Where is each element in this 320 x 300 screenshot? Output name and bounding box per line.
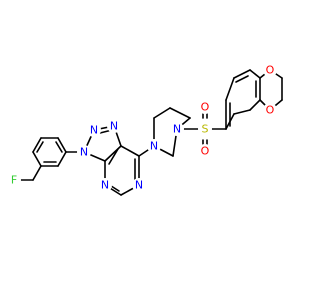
bond (233, 109, 251, 115)
bond (249, 69, 261, 79)
bond (108, 148, 119, 165)
bond (233, 69, 251, 79)
atom-nitrogen: N (77, 145, 91, 159)
bond (153, 107, 171, 119)
atom-label: F (11, 174, 17, 187)
atom-label: N (135, 179, 143, 192)
bond (32, 151, 42, 167)
atom-nitrogen: N (98, 178, 112, 192)
atom-label: N (150, 140, 158, 153)
atom-nitrogen: N (147, 139, 161, 153)
atom-oxygen: O (198, 100, 212, 114)
atom-fluorine: F (7, 173, 21, 187)
atom-labels: F N N N N N N N (7, 63, 277, 192)
atom-nitrogen: N (170, 122, 184, 136)
atom-label: N (110, 120, 118, 133)
atom-label: N (101, 179, 109, 192)
atom-nitrogen: N (132, 178, 146, 192)
atom-label: N (80, 146, 88, 159)
bond (55, 141, 63, 153)
atom-label: S (202, 123, 209, 136)
bond (36, 141, 44, 153)
atom-oxygen: O (198, 144, 212, 158)
atom-oxygen: O (263, 103, 277, 117)
atom-nitrogen: N (87, 123, 101, 137)
bond (235, 75, 249, 83)
molecule-structure-diagram: F N N N N N N N (7, 63, 283, 196)
atom-nitrogen: N (107, 119, 121, 133)
atom-label: N (90, 124, 98, 137)
bond (225, 77, 235, 101)
bond (57, 151, 67, 167)
bond (169, 107, 191, 119)
atom-label: O (201, 101, 210, 114)
atom-oxygen: O (263, 63, 277, 77)
bond (32, 137, 42, 153)
bond (249, 99, 261, 111)
bond (32, 165, 42, 181)
atom-label: N (173, 123, 181, 136)
bond (120, 145, 140, 157)
atom-label: O (201, 145, 210, 158)
bonds (17, 69, 283, 196)
atom-sulfur: S (198, 122, 212, 136)
atom-label: O (266, 104, 275, 117)
bond (57, 137, 67, 153)
atom-label: O (266, 64, 275, 77)
